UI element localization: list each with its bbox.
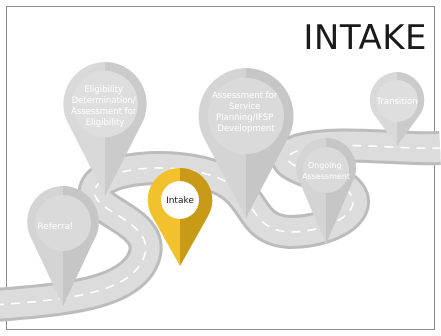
pin-intake: Intake <box>147 167 213 266</box>
pin-label-service-line3: Planning/IFSP <box>216 113 273 123</box>
pin-assessment-service-planning: Assessment for Service Planning/IFSP Dev… <box>198 68 294 218</box>
pin-label-eligibility-line2: Determination/ <box>72 96 136 106</box>
pin-eligibility: Eligibility Determination/ Assessment fo… <box>63 62 147 196</box>
svg-text:Assessment for Service: Assessment for Service Planning/IFSP Dev… <box>212 91 280 134</box>
pin-referral: Referral <box>27 186 99 306</box>
pin-label-eligibility-line1: Eligibility <box>84 85 123 95</box>
pin-label-service-line1: Assessment for <box>212 91 278 101</box>
svg-text:Eligibility Determinat: Eligibility Determination/ Assessment fo… <box>71 85 139 128</box>
pin-label-ongoing-line1: Ongoing <box>308 161 342 170</box>
pin-transition: Transition <box>369 72 425 146</box>
pin-ongoing-assessment: Ongoing Assessment <box>295 138 357 244</box>
svg-text:Ongoing Assessment: Ongoing Assessment <box>302 161 350 181</box>
slide-frame <box>6 6 435 330</box>
page-title: INTAKE <box>303 18 427 58</box>
pin-label-eligibility-line4: Eligibility <box>86 118 125 128</box>
pin-label-service-line2: Service <box>229 102 260 112</box>
pin-label-ongoing-line2: Assessment <box>302 172 350 181</box>
pin-label-referral: Referral <box>37 222 72 232</box>
pin-label-service-line4: Development <box>217 124 275 134</box>
pin-label-transition: Transition <box>375 97 417 107</box>
pin-label-intake: Intake <box>166 196 194 206</box>
pin-label-eligibility-line3: Assessment for <box>71 107 137 117</box>
